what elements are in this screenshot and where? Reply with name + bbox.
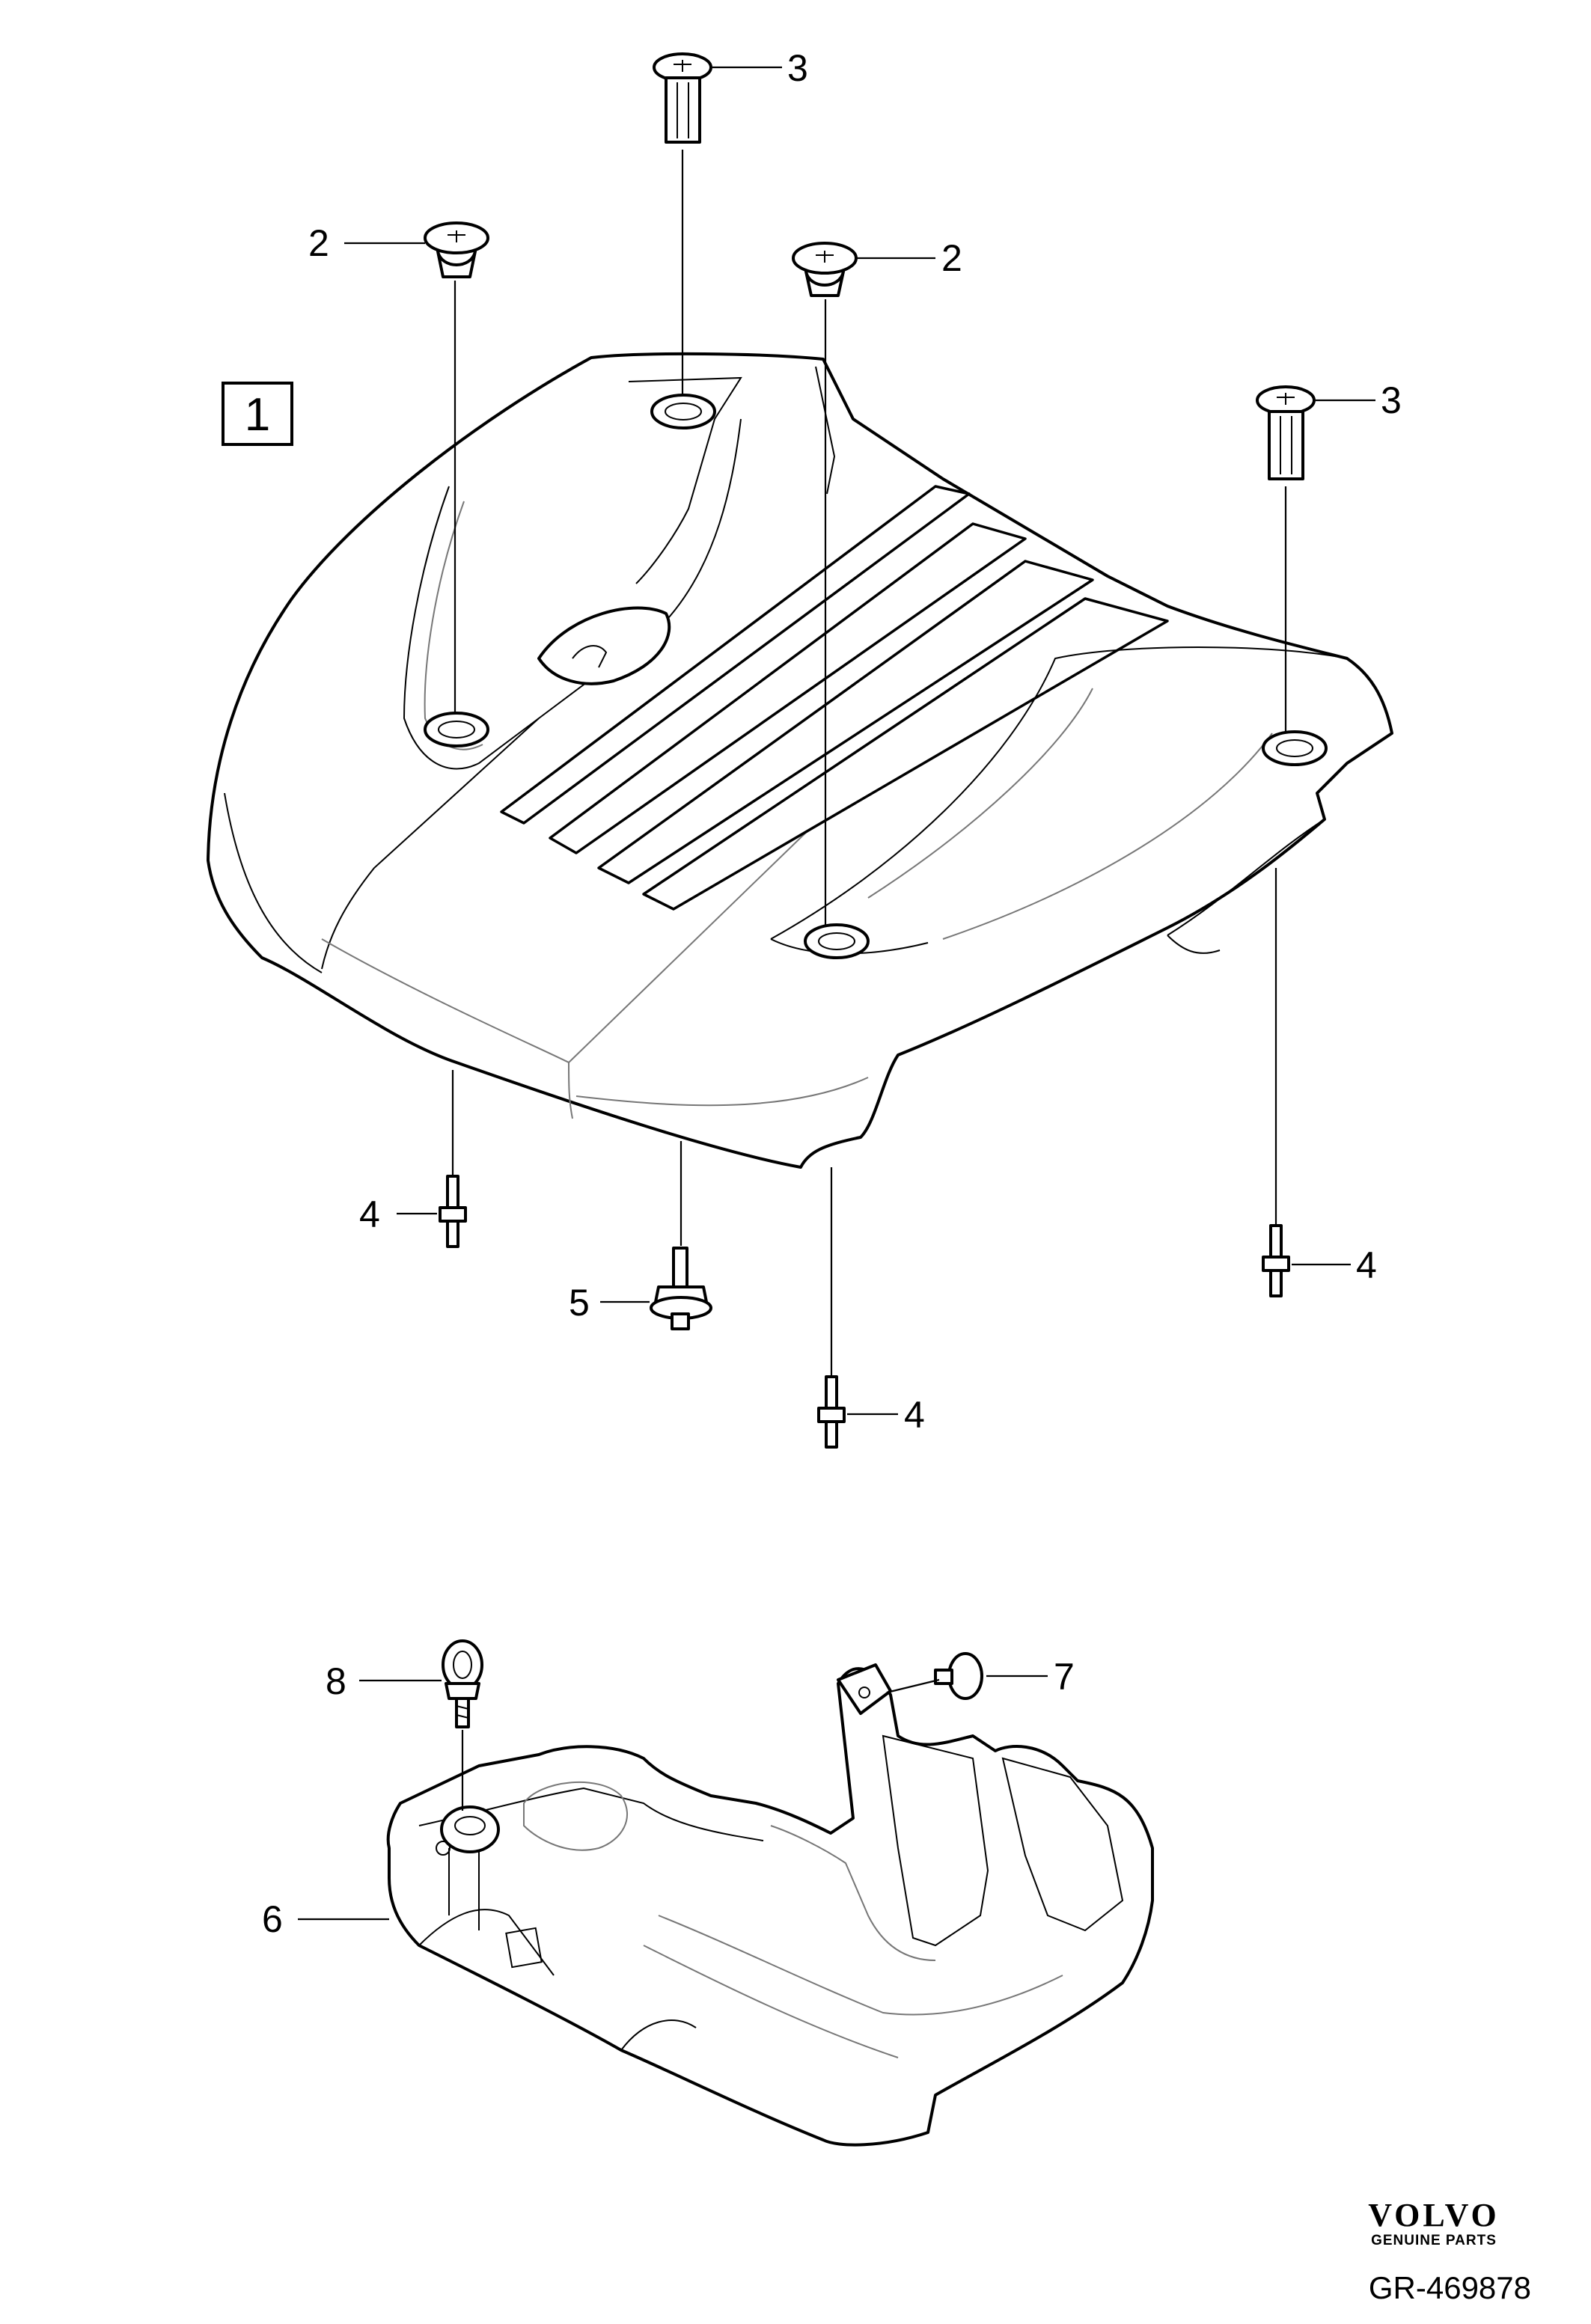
callout-stud-right: 4 [1356, 1244, 1377, 1286]
callout-stud-left: 4 [359, 1193, 380, 1235]
eye-bolt [442, 1639, 483, 1728]
brand-logo: VOLVO [1368, 2197, 1500, 2233]
push-rivet-top [653, 52, 712, 144]
stud-left [439, 1175, 467, 1248]
callout-clip-left: 2 [308, 222, 329, 264]
clip-bracket [934, 1652, 983, 1700]
engine-cover [207, 352, 1393, 1169]
callout-rivet-top: 3 [787, 47, 808, 89]
push-rivet-right [1256, 385, 1316, 480]
callout-clip-bracket: 7 [1054, 1656, 1075, 1698]
nut-stud [650, 1247, 712, 1330]
group-label-box: 1 [222, 382, 293, 446]
callout-rivet-right: 3 [1381, 379, 1402, 421]
callout-clip-right: 2 [941, 237, 962, 279]
stud-middle [817, 1375, 846, 1449]
cover-bracket [386, 1663, 1154, 2147]
callout-eye-bolt: 8 [326, 1660, 346, 1702]
callouts: 2 3 2 3 4 5 4 4 8 7 6 [262, 47, 1402, 1940]
callout-bracket: 6 [262, 1898, 283, 1940]
callout-nut-stud: 5 [569, 1282, 590, 1324]
clip-right [792, 242, 858, 297]
leader-lines [298, 66, 1375, 1921]
clip-left [424, 221, 489, 278]
stud-right [1262, 1224, 1290, 1297]
volvo-brand-mark: VOLVO GENUINE PARTS [1344, 2198, 1524, 2249]
brand-subtitle: GENUINE PARTS [1371, 2233, 1497, 2248]
group-label-text: 1 [245, 389, 270, 441]
diagram-reference: GR-469878 [1368, 2270, 1531, 2305]
callout-stud-middle: 4 [904, 1394, 925, 1436]
